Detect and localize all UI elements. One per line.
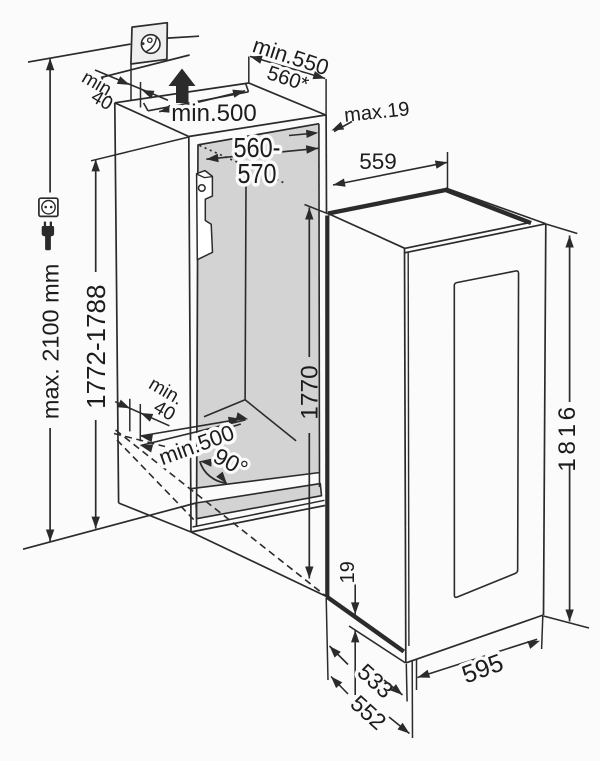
svg-text:max. 2100 mm: max. 2100 mm (38, 264, 64, 419)
svg-text:19: 19 (337, 561, 359, 583)
svg-text:559: 559 (359, 149, 397, 174)
svg-text:1816: 1816 (554, 403, 581, 472)
svg-text:1770: 1770 (297, 365, 324, 420)
svg-text:560-: 560- (234, 132, 281, 163)
svg-text:1772-1788: 1772-1788 (81, 285, 111, 409)
svg-text:min.500: min.500 (171, 100, 256, 127)
svg-text:570: 570 (238, 158, 277, 189)
